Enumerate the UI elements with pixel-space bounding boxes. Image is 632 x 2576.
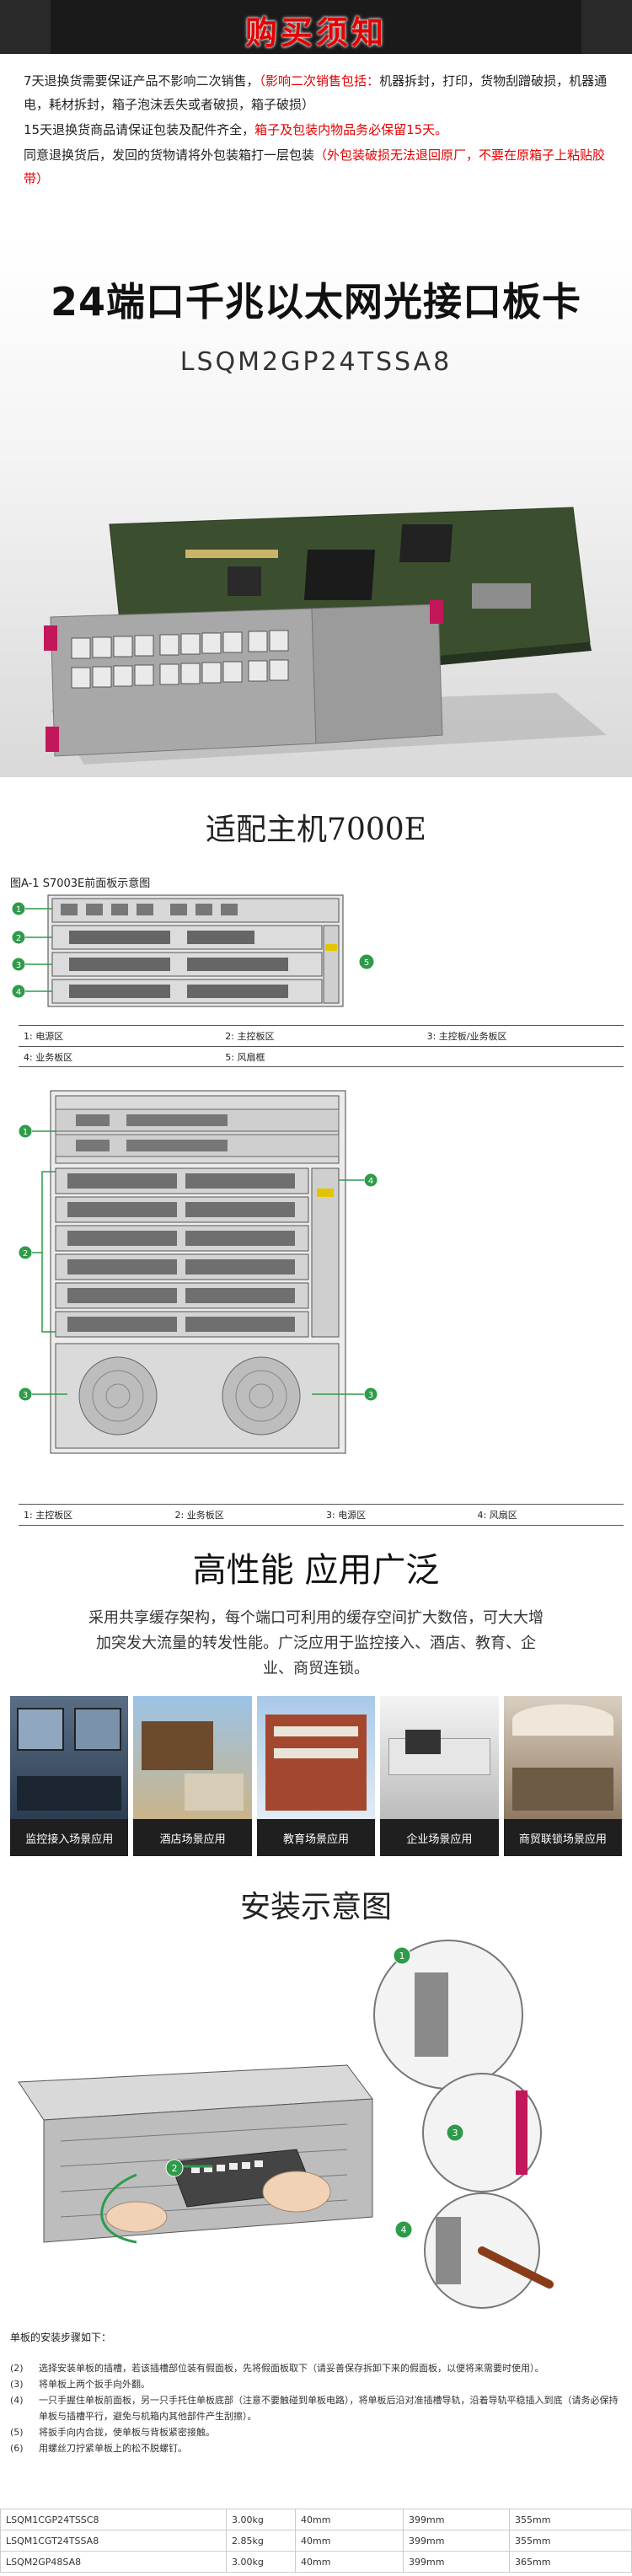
scene-surveillance: 监控接入场景应用	[10, 1696, 129, 1856]
install-steps-heading: 单板的安装步骤如下：	[10, 2332, 112, 2343]
notice-line-1: 7天退换货需要保证产品不影响二次销售，（影响二次销售包括：机器拆封，打印，货物刮…	[24, 73, 608, 112]
callout-5: 5	[364, 958, 369, 968]
callout-4: 4	[16, 988, 21, 997]
diagram-legend-1: 1: 电源区 2: 主控板区 3: 主控板/业务板区 4: 业务板区 5: 风扇…	[19, 1025, 624, 1067]
svg-text:4: 4	[368, 1177, 373, 1186]
notice-lines: 7天退换货需要保证产品不影响二次销售，（影响二次销售包括：机器拆封，打印，货物刮…	[0, 54, 632, 191]
install-step: (2)选择安装单板的插槽，若该插槽部位装有假面板，先将假面板取下（请妥善保存拆卸…	[10, 2363, 544, 2374]
install-diagram: 1 2 3 4	[18, 1940, 554, 2309]
scene-retail: 商贸联锁场景应用	[503, 1696, 623, 1856]
svg-text:1: 1	[399, 1951, 405, 1962]
notice-line-2: 15天退换货商品请保证包装及配件齐全，箱子及包装内物品务必保留15天。	[24, 122, 448, 137]
s7003e-front-panel-diagram: 1 2 3 4	[11, 894, 344, 1007]
hero-section: 24端口千兆以太网光接口板卡 LSQM2GP24TSSA8	[0, 238, 632, 777]
svg-text:2: 2	[172, 2163, 178, 2174]
notice-title: 购买须知	[244, 14, 387, 51]
install-title: 安装示意图	[239, 1890, 392, 1924]
compat-title: 适配主机7000E	[206, 813, 426, 847]
callout-1: 1	[16, 905, 21, 915]
product-title: 24端口千兆以太网光接口板卡	[50, 279, 581, 325]
install-step: (3)将单板上两个扳手向外翻。	[10, 2379, 150, 2390]
svg-text:4: 4	[401, 2224, 407, 2235]
interface-card-image	[44, 507, 607, 765]
scene-education: 教育场景应用	[256, 1696, 376, 1856]
scene-hotel: 酒店场景应用	[133, 1696, 252, 1856]
install-step: (5)将扳手向内合拢，使单板与背板紧密接触。	[10, 2427, 215, 2438]
chassis-diagram-large: 1 2 3 4 3	[18, 1090, 378, 1454]
install-steps: (2)选择安装单板的插槽，若该插槽部位装有假面板，先将假面板取下（请妥善保存拆卸…	[10, 2360, 622, 2456]
install-step: (6)用螺丝刀拧紧单板上的松不脱螺钉。	[10, 2443, 187, 2454]
install-step: (4)一只手握住单板前面板，另一只手托住单板底部（注意不要触碰到单板电路），将单…	[10, 2395, 619, 2422]
callout-5-badge: 5	[358, 953, 375, 970]
figure-caption: 图A-1 S7003E前面板示意图	[10, 877, 151, 890]
scene-enterprise: 企业场景应用	[380, 1696, 499, 1856]
svg-text:3: 3	[23, 1391, 28, 1400]
notice-line-3: 同意退换货后，发回的货物请将外包装箱打一层包装（外包装破损无法退回原厂，不要在原…	[24, 148, 606, 186]
svg-text:1: 1	[23, 1128, 28, 1137]
application-scenes: 监控接入场景应用 酒店场景应用 教育场景应用 企业场景应用	[10, 1696, 623, 1856]
callout-3: 3	[16, 961, 21, 970]
notice-banner: 购买须知	[0, 0, 632, 54]
svg-text:2: 2	[23, 1249, 28, 1258]
svg-text:3: 3	[368, 1391, 373, 1400]
performance-description: 采用共享缓存架构，每个端口可利用的缓存空间扩大数倍，可大大增加突发大流量的转发性…	[88, 1609, 544, 1677]
performance-title: 高性能 应用广泛	[192, 1551, 440, 1590]
callout-2: 2	[16, 934, 21, 943]
svg-text:3: 3	[453, 2128, 458, 2139]
product-model: LSQM2GP24TSSA8	[179, 347, 453, 377]
purchase-notice: 购买须知 7天退换货需要保证产品不影响二次销售，（影响二次销售包括：机器拆封，打…	[0, 0, 632, 238]
diagram-legend-2: 1: 主控板区 2: 业务板区 3: 电源区 4: 风扇区	[19, 1504, 624, 1526]
